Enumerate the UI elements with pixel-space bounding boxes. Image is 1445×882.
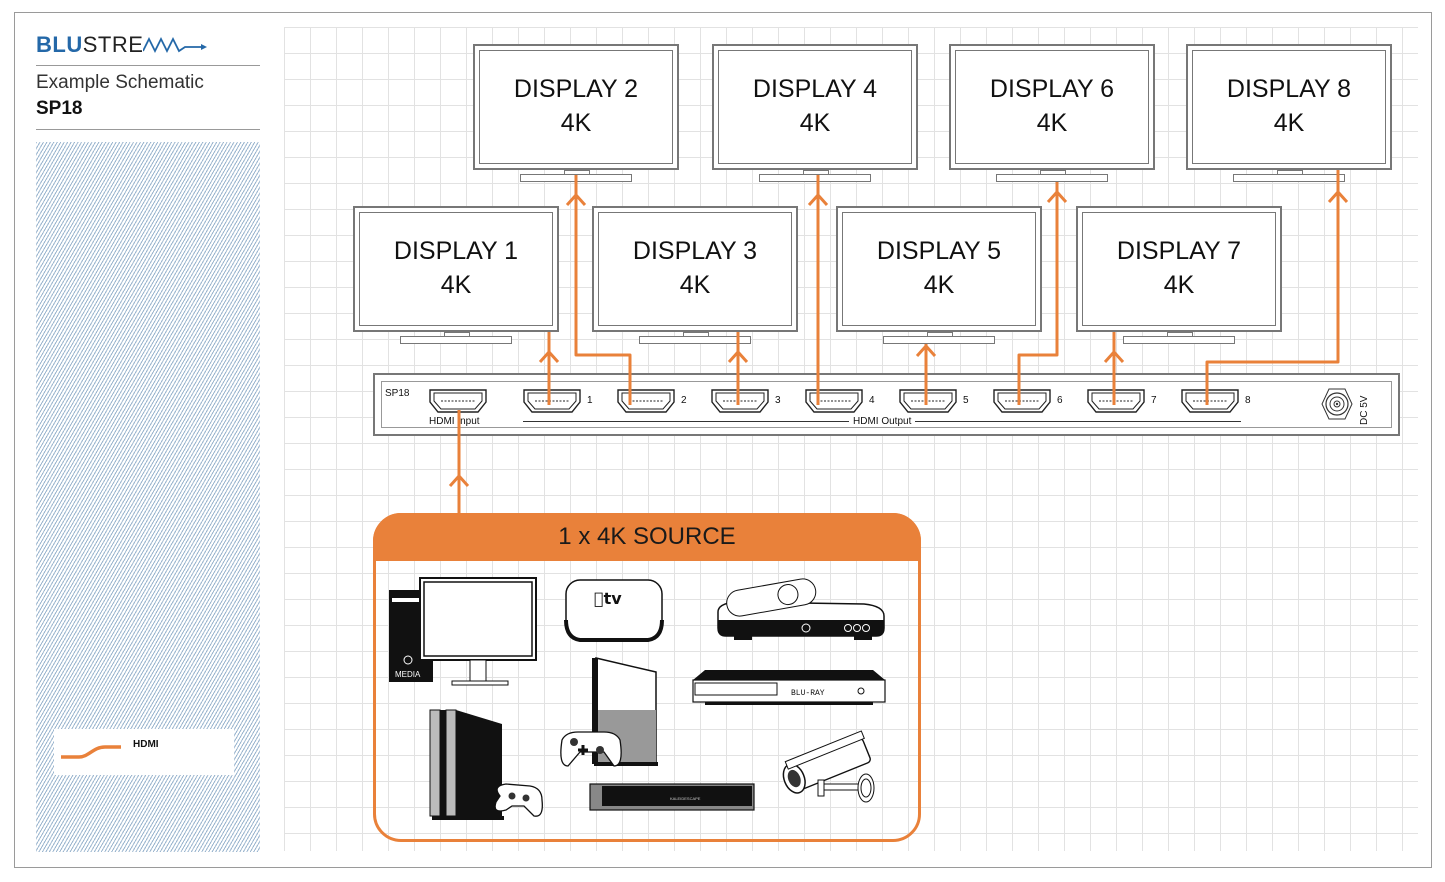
apple-tv-icon: tv (564, 579, 664, 642)
display-resolution: 4K (560, 109, 592, 137)
sp18-splitter: SP18 1 2 3 4 5 6 7 8 HDMI Input HDMI Output DC … (373, 373, 1400, 436)
hdmi-output-port-5 (899, 389, 957, 413)
divider (36, 129, 260, 130)
display-resolution: 4K (679, 271, 711, 299)
display-stand-neck (564, 170, 590, 175)
port-number: 7 (1151, 395, 1157, 406)
hdmi-output-port-8 (1181, 389, 1239, 413)
legend: HDMI (54, 729, 234, 775)
divider (36, 65, 260, 66)
display-name: DISPLAY 2 (513, 75, 639, 103)
display-stand (639, 336, 751, 344)
display-label: DISPLAY 1 4K (355, 234, 557, 302)
legend-panel: HDMI (36, 142, 260, 852)
display-name: DISPLAY 1 (393, 237, 519, 265)
source-group: 1 x 4K SOURCE MEDIA tv (373, 513, 921, 842)
hdmi-output-port-2 (617, 389, 675, 413)
dc-power-jack-icon (1321, 388, 1353, 420)
port-number: 4 (869, 395, 875, 406)
hdmi-input-port (429, 389, 487, 413)
source-title: 1 x 4K SOURCE (558, 523, 736, 550)
hdmi-output-label: HDMI Output (849, 416, 916, 427)
display-stand (400, 336, 512, 344)
display-name: DISPLAY 6 (989, 75, 1115, 103)
hdmi-output-port-6 (993, 389, 1051, 413)
display-stand (996, 174, 1108, 182)
hdmi-cable-legend-icon (61, 745, 121, 759)
xbox-console-icon (560, 657, 658, 767)
display-7: DISPLAY 7 4K (1076, 206, 1282, 332)
display-4: DISPLAY 4 4K (712, 44, 918, 170)
model-title: SP18 (36, 98, 83, 119)
display-label: DISPLAY 4 4K (714, 72, 916, 140)
playstation-console-icon (429, 709, 543, 820)
set-top-box-icon (717, 578, 885, 640)
display-name: DISPLAY 4 (752, 75, 878, 103)
display-stand-neck (683, 332, 709, 337)
display-resolution: 4K (799, 109, 831, 137)
port-number: 6 (1057, 395, 1063, 406)
port-number: 3 (775, 395, 781, 406)
schematic-frame (14, 12, 1432, 868)
display-resolution: 4K (1163, 271, 1195, 299)
port-number: 1 (587, 395, 593, 406)
display-stand-neck (1040, 170, 1066, 175)
hdmi-output-port-7 (1087, 389, 1145, 413)
logo-bold-text: BLU (36, 32, 83, 57)
media-player-icon: KALEIDESCAPE (589, 783, 755, 811)
svg-text:MEDIA: MEDIA (395, 670, 421, 679)
display-resolution: 4K (1273, 109, 1305, 137)
source-header: 1 x 4K SOURCE (373, 513, 921, 561)
hdmi-output-port-1 (523, 389, 581, 413)
display-stand-neck (927, 332, 953, 337)
svg-text:tv: tv (594, 589, 622, 608)
display-resolution: 4K (1036, 109, 1068, 137)
display-stand-neck (803, 170, 829, 175)
display-label: DISPLAY 5 4K (838, 234, 1040, 302)
display-label: DISPLAY 2 4K (475, 72, 677, 140)
display-1: DISPLAY 1 4K (353, 206, 559, 332)
hdmi-input-label: HDMI Input (429, 416, 480, 427)
cctv-camera-icon (782, 730, 875, 803)
display-name: DISPLAY 3 (632, 237, 758, 265)
display-6: DISPLAY 6 4K (949, 44, 1155, 170)
display-name: DISPLAY 5 (876, 237, 1002, 265)
display-stand (520, 174, 632, 182)
schematic-subtitle: Example Schematic (36, 72, 204, 93)
sidebar: BLU STRE Example Schematic SP18 HDMI (36, 24, 260, 852)
dc-power-label: DC 5V (1359, 395, 1370, 425)
display-name: DISPLAY 7 (1116, 237, 1242, 265)
logo-light-text: STRE (82, 32, 144, 57)
display-label: DISPLAY 7 4K (1078, 234, 1280, 302)
port-number: 8 (1245, 395, 1251, 406)
display-stand (759, 174, 871, 182)
display-stand (1233, 174, 1345, 182)
display-resolution: 4K (923, 271, 955, 299)
display-stand-neck (444, 332, 470, 337)
legend-label-hdmi: HDMI (133, 739, 159, 750)
hdmi-output-port-4 (805, 389, 863, 413)
display-stand-neck (1167, 332, 1193, 337)
svg-text:BLU-RAY: BLU-RAY (791, 689, 825, 698)
display-stand (1123, 336, 1235, 344)
display-2: DISPLAY 2 4K (473, 44, 679, 170)
blustream-logo: BLU STRE (36, 30, 213, 60)
display-resolution: 4K (440, 271, 472, 299)
display-8: DISPLAY 8 4K (1186, 44, 1392, 170)
display-stand (883, 336, 995, 344)
display-5: DISPLAY 5 4K (836, 206, 1042, 332)
svg-text:KALEIDESCAPE: KALEIDESCAPE (670, 796, 701, 801)
display-name: DISPLAY 8 (1226, 75, 1352, 103)
display-3: DISPLAY 3 4K (592, 206, 798, 332)
logo-wave-icon (143, 36, 208, 54)
display-label: DISPLAY 3 4K (594, 234, 796, 302)
port-number: 5 (963, 395, 969, 406)
display-label: DISPLAY 8 4K (1188, 72, 1390, 140)
bluray-player-icon: BLU-RAY (692, 670, 886, 705)
device-name: SP18 (385, 388, 410, 399)
port-number: 2 (681, 395, 687, 406)
display-label: DISPLAY 6 4K (951, 72, 1153, 140)
hdmi-output-port-3 (711, 389, 769, 413)
pc-monitor-icon: MEDIA (389, 577, 537, 686)
